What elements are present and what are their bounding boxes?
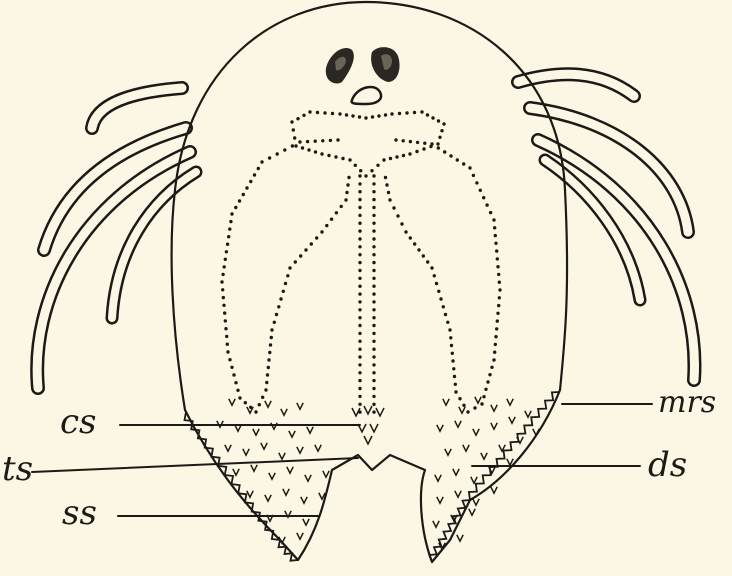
label-ts: ts xyxy=(2,452,33,486)
eye-spots xyxy=(326,47,400,83)
label-cs: cs xyxy=(60,405,97,439)
median-eye xyxy=(352,87,381,104)
label-mrs: mrs xyxy=(658,386,716,420)
dotted-organs xyxy=(220,110,501,414)
leader-line-ts xyxy=(32,458,358,472)
label-ss: ss xyxy=(62,496,97,530)
marginal-serrations xyxy=(185,392,561,562)
label-ds: ds xyxy=(648,448,687,482)
right-antennae xyxy=(518,74,694,380)
